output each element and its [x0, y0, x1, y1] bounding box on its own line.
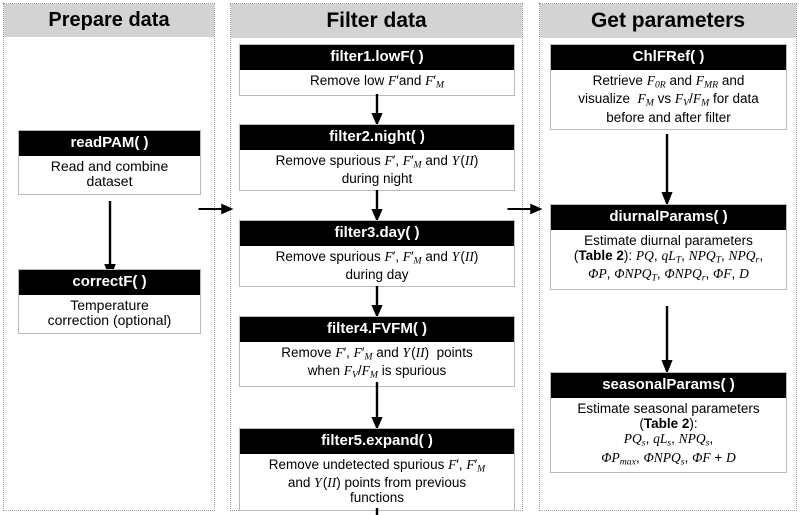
box-seasonalparams[interactable]: seasonalParams( ) Estimate seasonal para…	[550, 372, 787, 474]
box-filter5-expand-title: filter5.expand( )	[240, 429, 514, 454]
box-filter2-night-title: filter2.night( )	[240, 125, 514, 150]
box-seasonalparams-desc: Estimate seasonal parameters(Table 2):PQ…	[577, 400, 760, 468]
panel-filter-body: filter1.lowF( ) Remove low F′and F′M fil…	[231, 38, 522, 515]
arrow-filter5-to-filter6	[375, 508, 379, 515]
box-filter4-fvfm[interactable]: filter4.FVFM( ) Remove F′, F′M and Y (II…	[239, 316, 515, 387]
panel-get-parameters: Get parameters ChlFRef( ) Retrieve F0R a…	[539, 3, 797, 511]
box-filter1-lowf-desc: Remove low F′and F′M	[310, 72, 444, 91]
panel-prepare-data: Prepare data readPAM( ) Read and combine…	[3, 3, 215, 511]
arrow-prepare-to-filter	[198, 203, 234, 215]
arrow-filter2-to-filter3	[371, 190, 383, 222]
box-filter2-night-desc: Remove spurious F′, F′M and Y (II)during…	[275, 152, 479, 187]
box-filter3-day-desc: Remove spurious F′, F′M and Y (II)during…	[275, 248, 479, 283]
arrow-readpam-to-correctf	[104, 201, 116, 279]
arrow-chlfref-to-diurnalparams	[661, 134, 673, 206]
box-filter5-expand[interactable]: filter5.expand( ) Remove undetected spur…	[239, 428, 515, 511]
panel-get-title: Get parameters	[540, 4, 796, 38]
box-diurnalparams-desc: Estimate diurnal parameters(Table 2): PQ…	[573, 232, 764, 285]
box-filter2-night[interactable]: filter2.night( ) Remove spurious F′, F′M…	[239, 124, 515, 192]
arrow-filter3-to-filter4	[371, 286, 383, 318]
box-filter4-fvfm-title: filter4.FVFM( )	[240, 317, 514, 342]
box-correctf-title: correctF( )	[19, 270, 200, 295]
box-filter1-lowf[interactable]: filter1.lowF( ) Remove low F′and F′M	[239, 44, 515, 97]
arrow-filter-to-get	[507, 203, 543, 215]
panel-filter-title: Filter data	[231, 4, 522, 38]
arrow-filter1-to-filter2	[371, 94, 383, 126]
panel-filter-data: Filter data filter1.lowF( ) Remove low F…	[230, 3, 523, 515]
arrow-filter4-to-filter5	[371, 382, 383, 430]
box-diurnalparams-title: diurnalParams( )	[551, 205, 786, 230]
box-filter3-day-title: filter3.day( )	[240, 221, 514, 246]
box-diurnalparams[interactable]: diurnalParams( ) Estimate diurnal parame…	[550, 204, 787, 291]
box-filter1-lowf-title: filter1.lowF( )	[240, 45, 514, 70]
box-filter3-day[interactable]: filter3.day( ) Remove spurious F′, F′M a…	[239, 220, 515, 288]
box-readpam-title: readPAM( )	[19, 131, 200, 156]
box-chlfref-title: ChlFRef( )	[551, 45, 786, 70]
box-seasonalparams-title: seasonalParams( )	[551, 373, 786, 398]
arrow-diurnalparams-to-seasonalparams	[661, 306, 673, 374]
panel-prepare-title: Prepare data	[4, 4, 214, 37]
